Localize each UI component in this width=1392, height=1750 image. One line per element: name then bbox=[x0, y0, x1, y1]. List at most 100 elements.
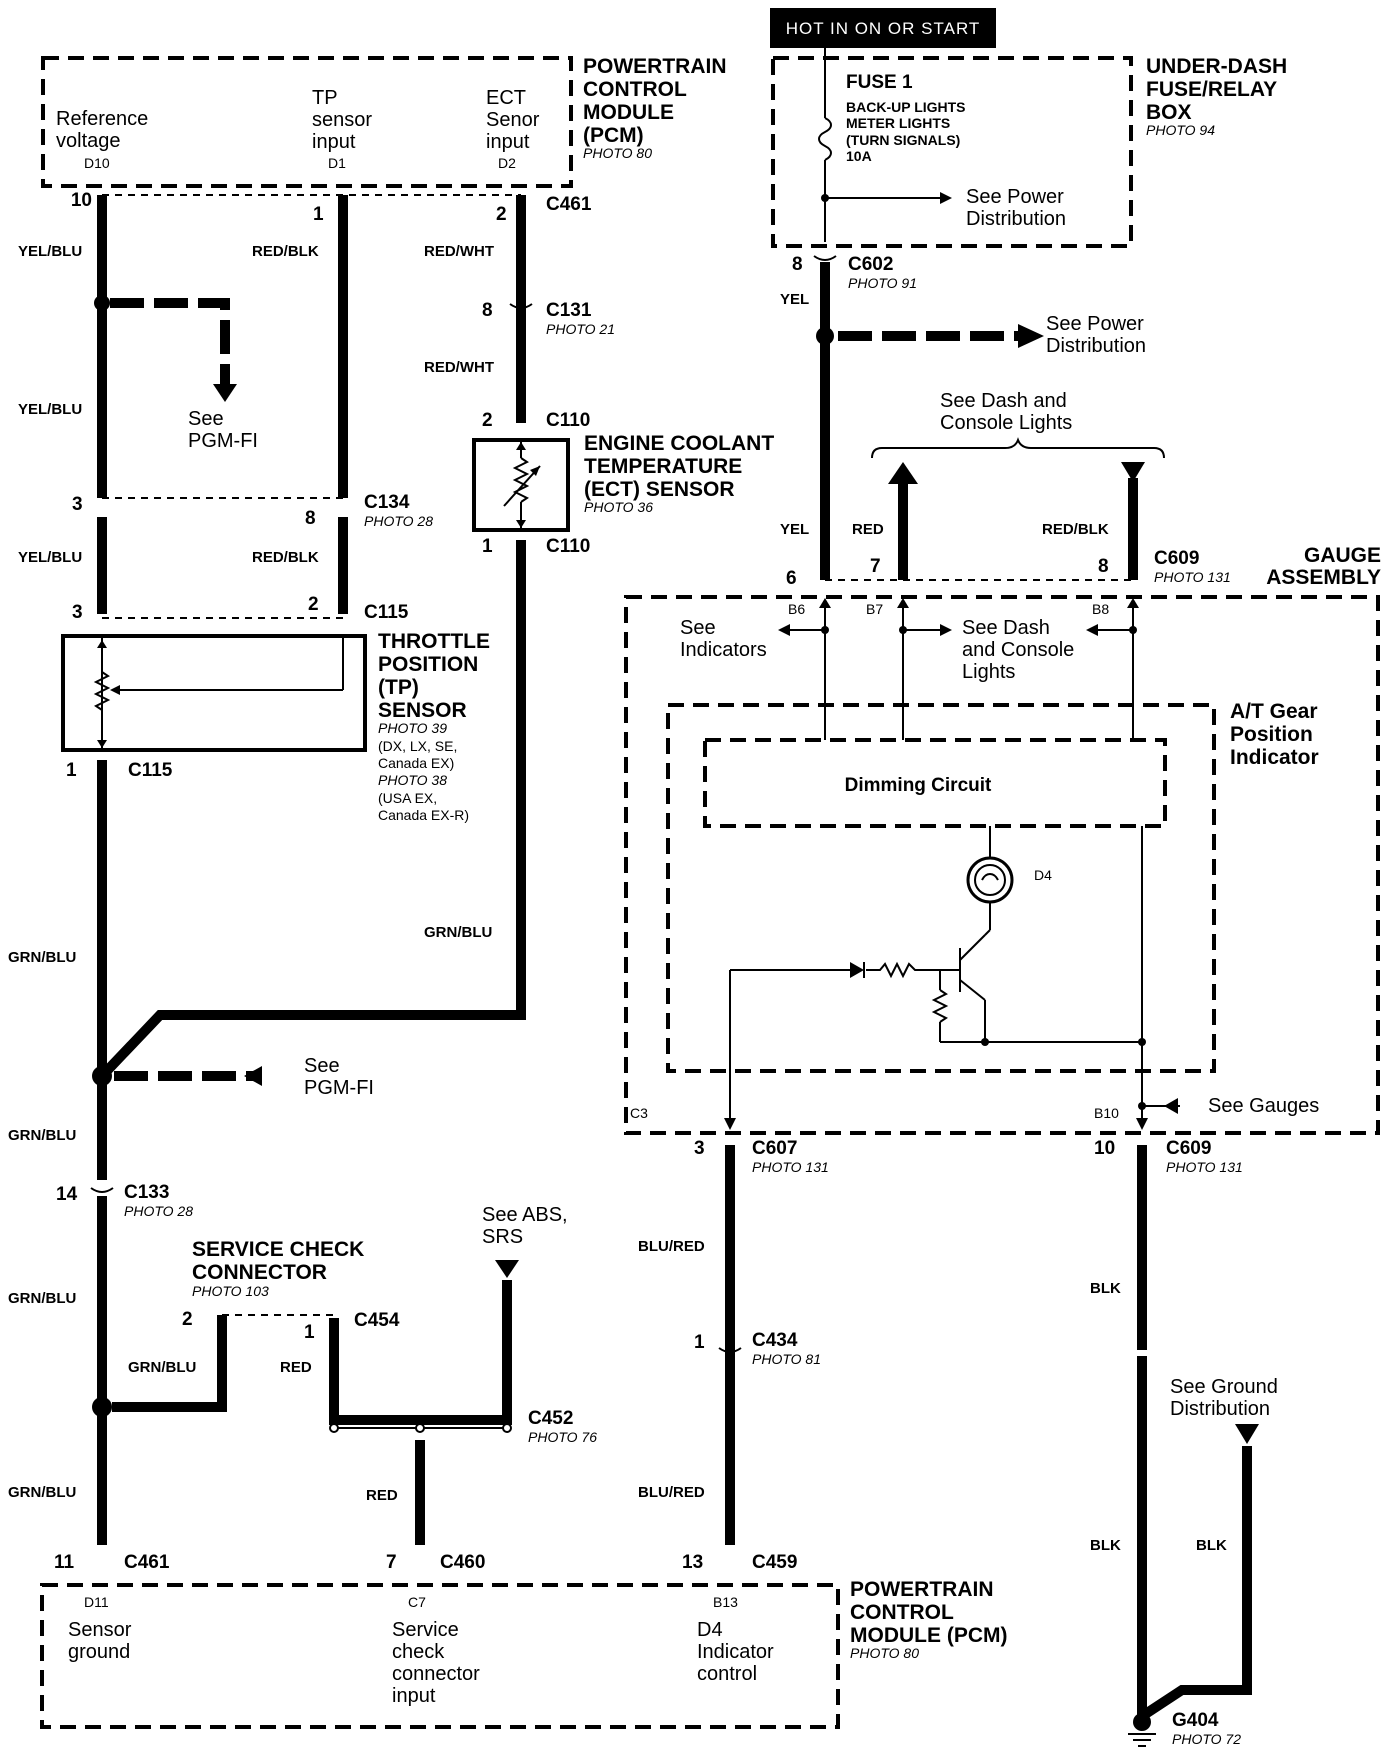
svg-text:1: 1 bbox=[313, 204, 324, 225]
svg-text:8: 8 bbox=[1098, 556, 1109, 577]
svg-text:Distribution: Distribution bbox=[966, 208, 1066, 230]
ect-sensor-title: ENGINE COOLANT TEMPERATURE (ECT) SENSOR … bbox=[584, 432, 774, 515]
svg-text:B8: B8 bbox=[1092, 601, 1109, 617]
svg-text:YEL/BLU: YEL/BLU bbox=[18, 549, 82, 566]
svg-text:8: 8 bbox=[792, 254, 803, 275]
svg-text:PHOTO 80: PHOTO 80 bbox=[850, 1645, 919, 1661]
svg-text:THROTTLE: THROTTLE bbox=[378, 630, 490, 653]
pcm-pin-d10-label-2: voltage bbox=[56, 130, 121, 152]
svg-text:See ABS,: See ABS, bbox=[482, 1204, 568, 1226]
svg-text:BLK: BLK bbox=[1090, 1537, 1121, 1554]
svg-text:B13: B13 bbox=[713, 1594, 738, 1610]
svg-text:GRN/BLU: GRN/BLU bbox=[128, 1359, 196, 1376]
svg-text:Indicators: Indicators bbox=[680, 639, 767, 661]
svg-text:Service: Service bbox=[392, 1619, 459, 1641]
svg-text:PHOTO 91: PHOTO 91 bbox=[848, 275, 917, 291]
svg-text:GAUGE: GAUGE bbox=[1304, 544, 1381, 567]
svg-text:7: 7 bbox=[870, 556, 881, 577]
svg-text:RED/BLK: RED/BLK bbox=[1042, 521, 1109, 538]
svg-text:C461: C461 bbox=[546, 194, 592, 215]
svg-text:ENGINE COOLANT: ENGINE COOLANT bbox=[584, 432, 774, 455]
svg-text:C609: C609 bbox=[1154, 548, 1199, 569]
svg-text:RED/WHT: RED/WHT bbox=[424, 359, 494, 376]
svg-text:C3: C3 bbox=[630, 1105, 648, 1121]
svg-text:PHOTO 103: PHOTO 103 bbox=[192, 1283, 269, 1299]
pgmfi-ref-2: See PGM-FI bbox=[92, 1055, 374, 1099]
wire-red-blk-2: RED/BLK 8 bbox=[1042, 462, 1145, 580]
svg-text:input: input bbox=[392, 1685, 436, 1707]
pcm-top-title: POWERTRAIN CONTROL MODULE (PCM) PHOTO 80 bbox=[583, 55, 727, 161]
wire-yel: 8 C602 PHOTO 91 YEL YEL 6 bbox=[780, 254, 917, 589]
svg-text:C7: C7 bbox=[408, 1594, 426, 1610]
pcm-pin-d2-label-2: Senor bbox=[486, 109, 540, 131]
svg-text:PHOTO 94: PHOTO 94 bbox=[1146, 122, 1215, 138]
svg-text:POSITION: POSITION bbox=[378, 653, 478, 676]
svg-text:CONTROL: CONTROL bbox=[850, 1601, 954, 1624]
service-check-wiring: 2 1 C454 GRN/BLU See ABS, SRS RED C452 P… bbox=[92, 1204, 597, 1545]
svg-text:2: 2 bbox=[308, 594, 319, 615]
svg-text:3: 3 bbox=[72, 602, 83, 623]
pcm-pin-d10-label: Reference bbox=[56, 108, 148, 130]
svg-text:14: 14 bbox=[56, 1184, 78, 1205]
svg-text:GRN/BLU: GRN/BLU bbox=[8, 949, 76, 966]
svg-text:(DX, LX, SE,: (DX, LX, SE, bbox=[378, 738, 457, 754]
gauge-assembly: B6 B7 B8 See Indicators See Dash and Con… bbox=[624, 595, 1380, 1135]
svg-text:10A: 10A bbox=[846, 148, 872, 164]
svg-text:RED: RED bbox=[280, 1359, 312, 1376]
svg-text:C461: C461 bbox=[124, 1552, 170, 1573]
pcm-pin-d2: D2 bbox=[498, 155, 516, 171]
svg-text:POWERTRAIN: POWERTRAIN bbox=[850, 1578, 994, 1601]
svg-text:RED/BLK: RED/BLK bbox=[252, 243, 319, 260]
svg-text:Distribution: Distribution bbox=[1170, 1398, 1270, 1420]
svg-text:HOT IN ON OR START: HOT IN ON OR START bbox=[786, 19, 981, 38]
svg-text:PHOTO 80: PHOTO 80 bbox=[583, 145, 652, 161]
svg-text:D11: D11 bbox=[84, 1594, 109, 1610]
connector-c461-bottom: 11 C461 bbox=[54, 1552, 170, 1573]
svg-text:(TURN SIGNALS): (TURN SIGNALS) bbox=[846, 132, 960, 148]
svg-text:13: 13 bbox=[682, 1552, 703, 1573]
svg-text:1: 1 bbox=[482, 536, 493, 557]
fuse-1-label: FUSE 1 bbox=[846, 72, 913, 93]
connector-c609-top: C609 PHOTO 131 bbox=[825, 548, 1231, 585]
svg-text:PHOTO 131: PHOTO 131 bbox=[1154, 569, 1231, 585]
svg-text:B7: B7 bbox=[866, 601, 883, 617]
gauges-ref: See Gauges bbox=[1138, 1095, 1319, 1117]
svg-text:and Console: and Console bbox=[962, 639, 1074, 661]
svg-text:MODULE: MODULE bbox=[583, 101, 674, 124]
pcm-pin-d1-label: TP bbox=[312, 87, 338, 109]
svg-text:(PCM): (PCM) bbox=[583, 124, 644, 147]
svg-text:10: 10 bbox=[1094, 1138, 1115, 1159]
power-dist-ref-2: See Power Distribution bbox=[816, 313, 1146, 357]
lamp-d4-label: D4 bbox=[1034, 867, 1052, 883]
connector-c133: 14 C133 PHOTO 28 bbox=[56, 1182, 193, 1219]
svg-text:Indicator: Indicator bbox=[697, 1641, 774, 1663]
svg-text:D4: D4 bbox=[697, 1619, 723, 1641]
wire-red: RED 7 bbox=[852, 462, 918, 580]
wire-blu-red: 3 C607 PHOTO 131 BLU/RED 1 C434 PHOTO 81… bbox=[638, 1118, 829, 1545]
svg-text:PHOTO 28: PHOTO 28 bbox=[124, 1203, 193, 1219]
connector-c459: 13 C459 bbox=[682, 1552, 797, 1573]
svg-text:C131: C131 bbox=[546, 300, 592, 321]
svg-text:C460: C460 bbox=[440, 1552, 485, 1573]
svg-text:BLU/RED: BLU/RED bbox=[638, 1238, 705, 1255]
svg-text:check: check bbox=[392, 1641, 445, 1663]
svg-text:C115: C115 bbox=[128, 760, 173, 781]
svg-text:RED: RED bbox=[366, 1487, 398, 1504]
svg-text:7: 7 bbox=[386, 1552, 397, 1573]
svg-text:8: 8 bbox=[305, 508, 316, 529]
svg-text:8: 8 bbox=[482, 300, 493, 321]
dimming-circuit-label: Dimming Circuit bbox=[845, 775, 992, 796]
hot-label: HOT IN ON OR START bbox=[770, 8, 996, 48]
svg-text:PHOTO 39: PHOTO 39 bbox=[378, 720, 447, 736]
svg-text:GRN/BLU: GRN/BLU bbox=[8, 1127, 76, 1144]
svg-text:BLK: BLK bbox=[1090, 1280, 1121, 1297]
svg-text:(TP): (TP) bbox=[378, 676, 419, 699]
svg-text:ground: ground bbox=[68, 1641, 130, 1663]
svg-text:SRS: SRS bbox=[482, 1226, 523, 1248]
connector-c607: C607 bbox=[752, 1138, 797, 1159]
svg-text:CONTROL: CONTROL bbox=[583, 78, 687, 101]
dash-console-ref-top: See Dash and Console Lights bbox=[871, 390, 1165, 459]
svg-text:See: See bbox=[188, 408, 224, 430]
svg-text:YEL/BLU: YEL/BLU bbox=[18, 401, 82, 418]
